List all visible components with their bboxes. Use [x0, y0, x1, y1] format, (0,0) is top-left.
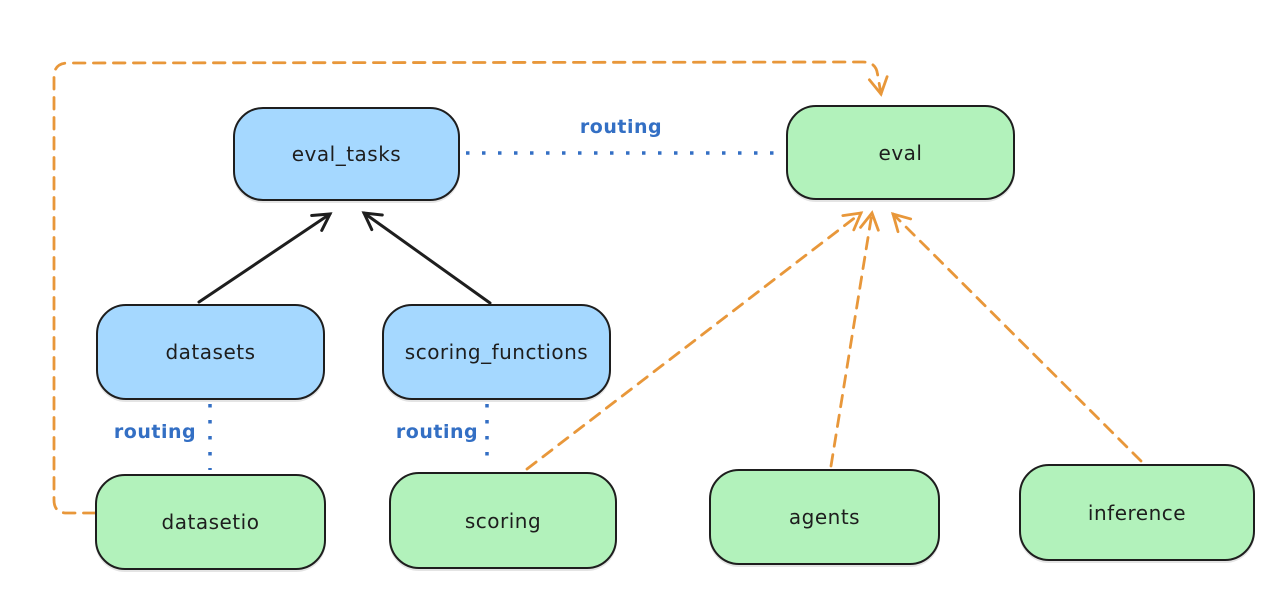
edge-scoring-to-eval[interactable] — [525, 211, 864, 471]
edge-datasets-to-eval-tasks[interactable] — [197, 212, 333, 304]
edge-label-routing-datasets[interactable]: routing — [113, 421, 197, 443]
edge-scoring-functions-to-eval-tasks[interactable] — [361, 211, 492, 305]
edge-agents-to-eval[interactable] — [829, 210, 880, 468]
node-scoring-functions-label: scoring_functions — [404, 340, 589, 364]
node-scoring[interactable]: scoring — [389, 472, 617, 569]
node-datasetio-label: datasetio — [161, 510, 260, 534]
node-datasets-label: datasets — [165, 340, 256, 364]
node-scoring-functions[interactable]: scoring_functions — [382, 304, 611, 400]
node-scoring-label: scoring — [464, 508, 542, 533]
node-inference-label: inference — [1087, 500, 1187, 525]
edge-datasetio-to-eval[interactable] — [52, 60, 889, 515]
node-inference[interactable]: inference — [1019, 464, 1255, 561]
edge-label-routing-top[interactable]: routing — [579, 116, 663, 138]
node-agents-label: agents — [788, 505, 861, 529]
node-eval-label: eval — [878, 140, 923, 165]
edge-inference-to-eval[interactable] — [890, 211, 1143, 463]
node-agents[interactable]: agents — [709, 469, 940, 565]
edge-label-routing-scoring[interactable]: routing — [395, 421, 479, 443]
node-eval[interactable]: eval — [786, 105, 1015, 200]
node-datasets[interactable]: datasets — [96, 304, 325, 400]
node-eval-tasks[interactable]: eval_tasks — [233, 107, 460, 201]
node-datasetio[interactable]: datasetio — [95, 474, 326, 570]
node-eval-tasks-label: eval_tasks — [291, 142, 402, 166]
